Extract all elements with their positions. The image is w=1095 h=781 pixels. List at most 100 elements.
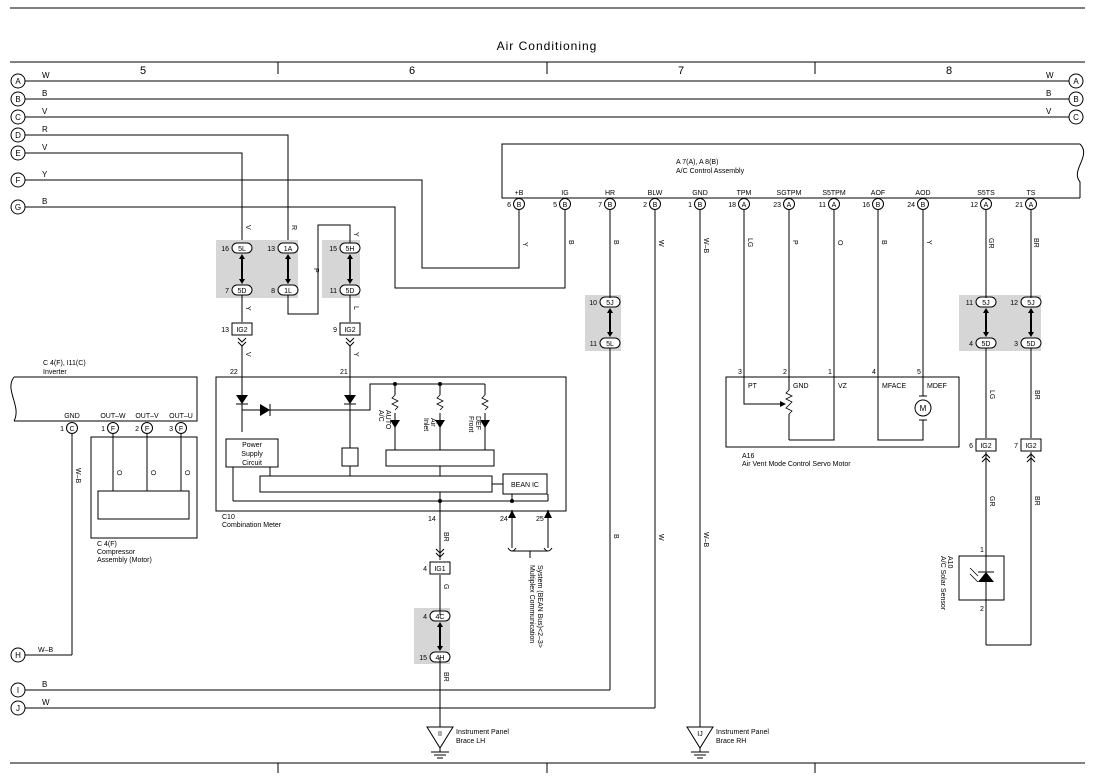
svg-text:P: P: [312, 268, 319, 273]
svg-text:B: B: [1073, 95, 1078, 104]
svg-text:11: 11: [966, 300, 973, 307]
ac-control-pins: +BB6IGB5HRB7BLWB2GNDB1TPMA18SGTPMA23S5TP…: [507, 190, 1037, 214]
svg-text:I: I: [17, 686, 19, 695]
svg-text:TS: TS: [1027, 190, 1036, 197]
svg-text:LG: LG: [988, 390, 995, 399]
bus-line-b: B B B B: [10, 89, 1084, 107]
svg-text:11: 11: [590, 341, 597, 348]
svg-text:GND: GND: [692, 190, 708, 197]
svg-text:Y: Y: [42, 170, 48, 179]
inverter-pin-outv: OUT–VF2: [135, 413, 159, 434]
svg-text:5J: 5J: [606, 300, 613, 307]
svg-text:15: 15: [419, 655, 427, 662]
svg-text:G: G: [15, 203, 21, 212]
svg-text:C: C: [69, 426, 74, 433]
svg-text:7: 7: [598, 202, 602, 209]
svg-text:L: L: [352, 306, 359, 310]
svg-text:24: 24: [500, 516, 508, 523]
svg-text:1: 1: [980, 547, 984, 554]
svg-text:5D: 5D: [982, 341, 991, 348]
svg-text:2: 2: [135, 426, 139, 433]
column-number-7: 7: [678, 65, 684, 77]
svg-text:5D: 5D: [238, 288, 247, 295]
svg-text:12: 12: [1010, 300, 1018, 307]
svg-text:1: 1: [101, 426, 105, 433]
svg-text:12: 12: [970, 202, 978, 209]
svg-text:Air Vent Mode Control Servo Mo: Air Vent Mode Control Servo Motor: [742, 461, 851, 468]
svg-text:A: A: [1073, 77, 1079, 86]
terminal-h: H W–B: [10, 647, 72, 663]
svg-text:W: W: [657, 534, 664, 541]
svg-text:16: 16: [862, 202, 870, 209]
svg-text:B: B: [653, 202, 658, 209]
svg-text:A16: A16: [742, 453, 755, 460]
svg-text:7: 7: [1014, 443, 1018, 450]
svg-text:OUT–W: OUT–W: [100, 413, 126, 420]
svg-text:W–B: W–B: [38, 647, 54, 654]
svg-text:5: 5: [917, 369, 921, 376]
svg-text:BEAN IC: BEAN IC: [511, 482, 539, 489]
solar-sensor: 1 2 A10 A/C Solar Sensor: [939, 547, 1031, 646]
ac-pin-aof: AOF B 16: [862, 190, 885, 214]
svg-text:2: 2: [980, 606, 984, 613]
svg-text:W: W: [657, 240, 664, 247]
svg-text:P: P: [791, 240, 798, 245]
ground-ij: IJ Instrument Panel Brace RH: [686, 726, 769, 759]
terminal-e: E V: [10, 143, 243, 243]
svg-text:B: B: [15, 95, 20, 104]
svg-text:IG2: IG2: [236, 327, 247, 334]
bus-line-a: A W W A: [10, 71, 1084, 89]
svg-text:F: F: [179, 426, 183, 433]
svg-text:C: C: [15, 113, 21, 122]
svg-text:IG2: IG2: [1025, 443, 1036, 450]
svg-text:9: 9: [333, 327, 337, 334]
svg-text:A: A: [984, 202, 989, 209]
svg-text:3: 3: [1014, 341, 1018, 348]
svg-text:1: 1: [60, 426, 64, 433]
svg-text:AOF: AOF: [871, 190, 885, 197]
svg-text:V: V: [42, 143, 48, 152]
svg-text:4: 4: [423, 566, 427, 573]
svg-text:B: B: [876, 202, 881, 209]
svg-text:W–B: W–B: [702, 238, 709, 254]
svg-text:O: O: [115, 470, 122, 476]
svg-text:15: 15: [329, 246, 337, 253]
svg-text:LG: LG: [746, 238, 753, 247]
svg-text:W: W: [42, 71, 50, 80]
svg-text:W–B: W–B: [702, 532, 709, 548]
svg-text:HR: HR: [605, 190, 615, 197]
svg-text:B: B: [612, 534, 619, 539]
svg-text:4C: 4C: [436, 614, 445, 621]
svg-text:B: B: [42, 197, 47, 206]
svg-text:PT: PT: [748, 383, 758, 390]
svg-text:5J: 5J: [1027, 300, 1034, 307]
svg-text:IG2: IG2: [980, 443, 991, 450]
svg-text:13: 13: [267, 246, 275, 253]
connector-ig2-7: IG2 7: [1014, 438, 1042, 463]
svg-text:A10: A10: [946, 556, 953, 569]
terminal-j: J W: [10, 698, 655, 716]
svg-text:Supply: Supply: [241, 451, 263, 458]
svg-text:6: 6: [969, 443, 973, 450]
svg-text:Brace RH: Brace RH: [716, 738, 746, 745]
svg-text:18: 18: [728, 202, 736, 209]
svg-text:B: B: [1046, 89, 1051, 98]
svg-text:TPM: TPM: [737, 190, 752, 197]
svg-text:B: B: [921, 202, 926, 209]
combination-meter: C10 Combination Meter 22 21 14 24 25 A/C…: [215, 355, 567, 560]
svg-text:BLW: BLW: [648, 190, 663, 197]
svg-text:V: V: [244, 352, 251, 357]
compressor-assembly: O O O C 4(F) Compressor Assembly (Motor): [90, 433, 198, 564]
svg-text:Y: Y: [521, 242, 528, 247]
diagram-title: Air Conditioning: [497, 39, 598, 53]
svg-text:V: V: [1046, 107, 1052, 116]
svg-text:7: 7: [225, 288, 229, 295]
svg-text:R: R: [42, 125, 48, 134]
svg-text:Inlet: Inlet: [422, 418, 429, 431]
